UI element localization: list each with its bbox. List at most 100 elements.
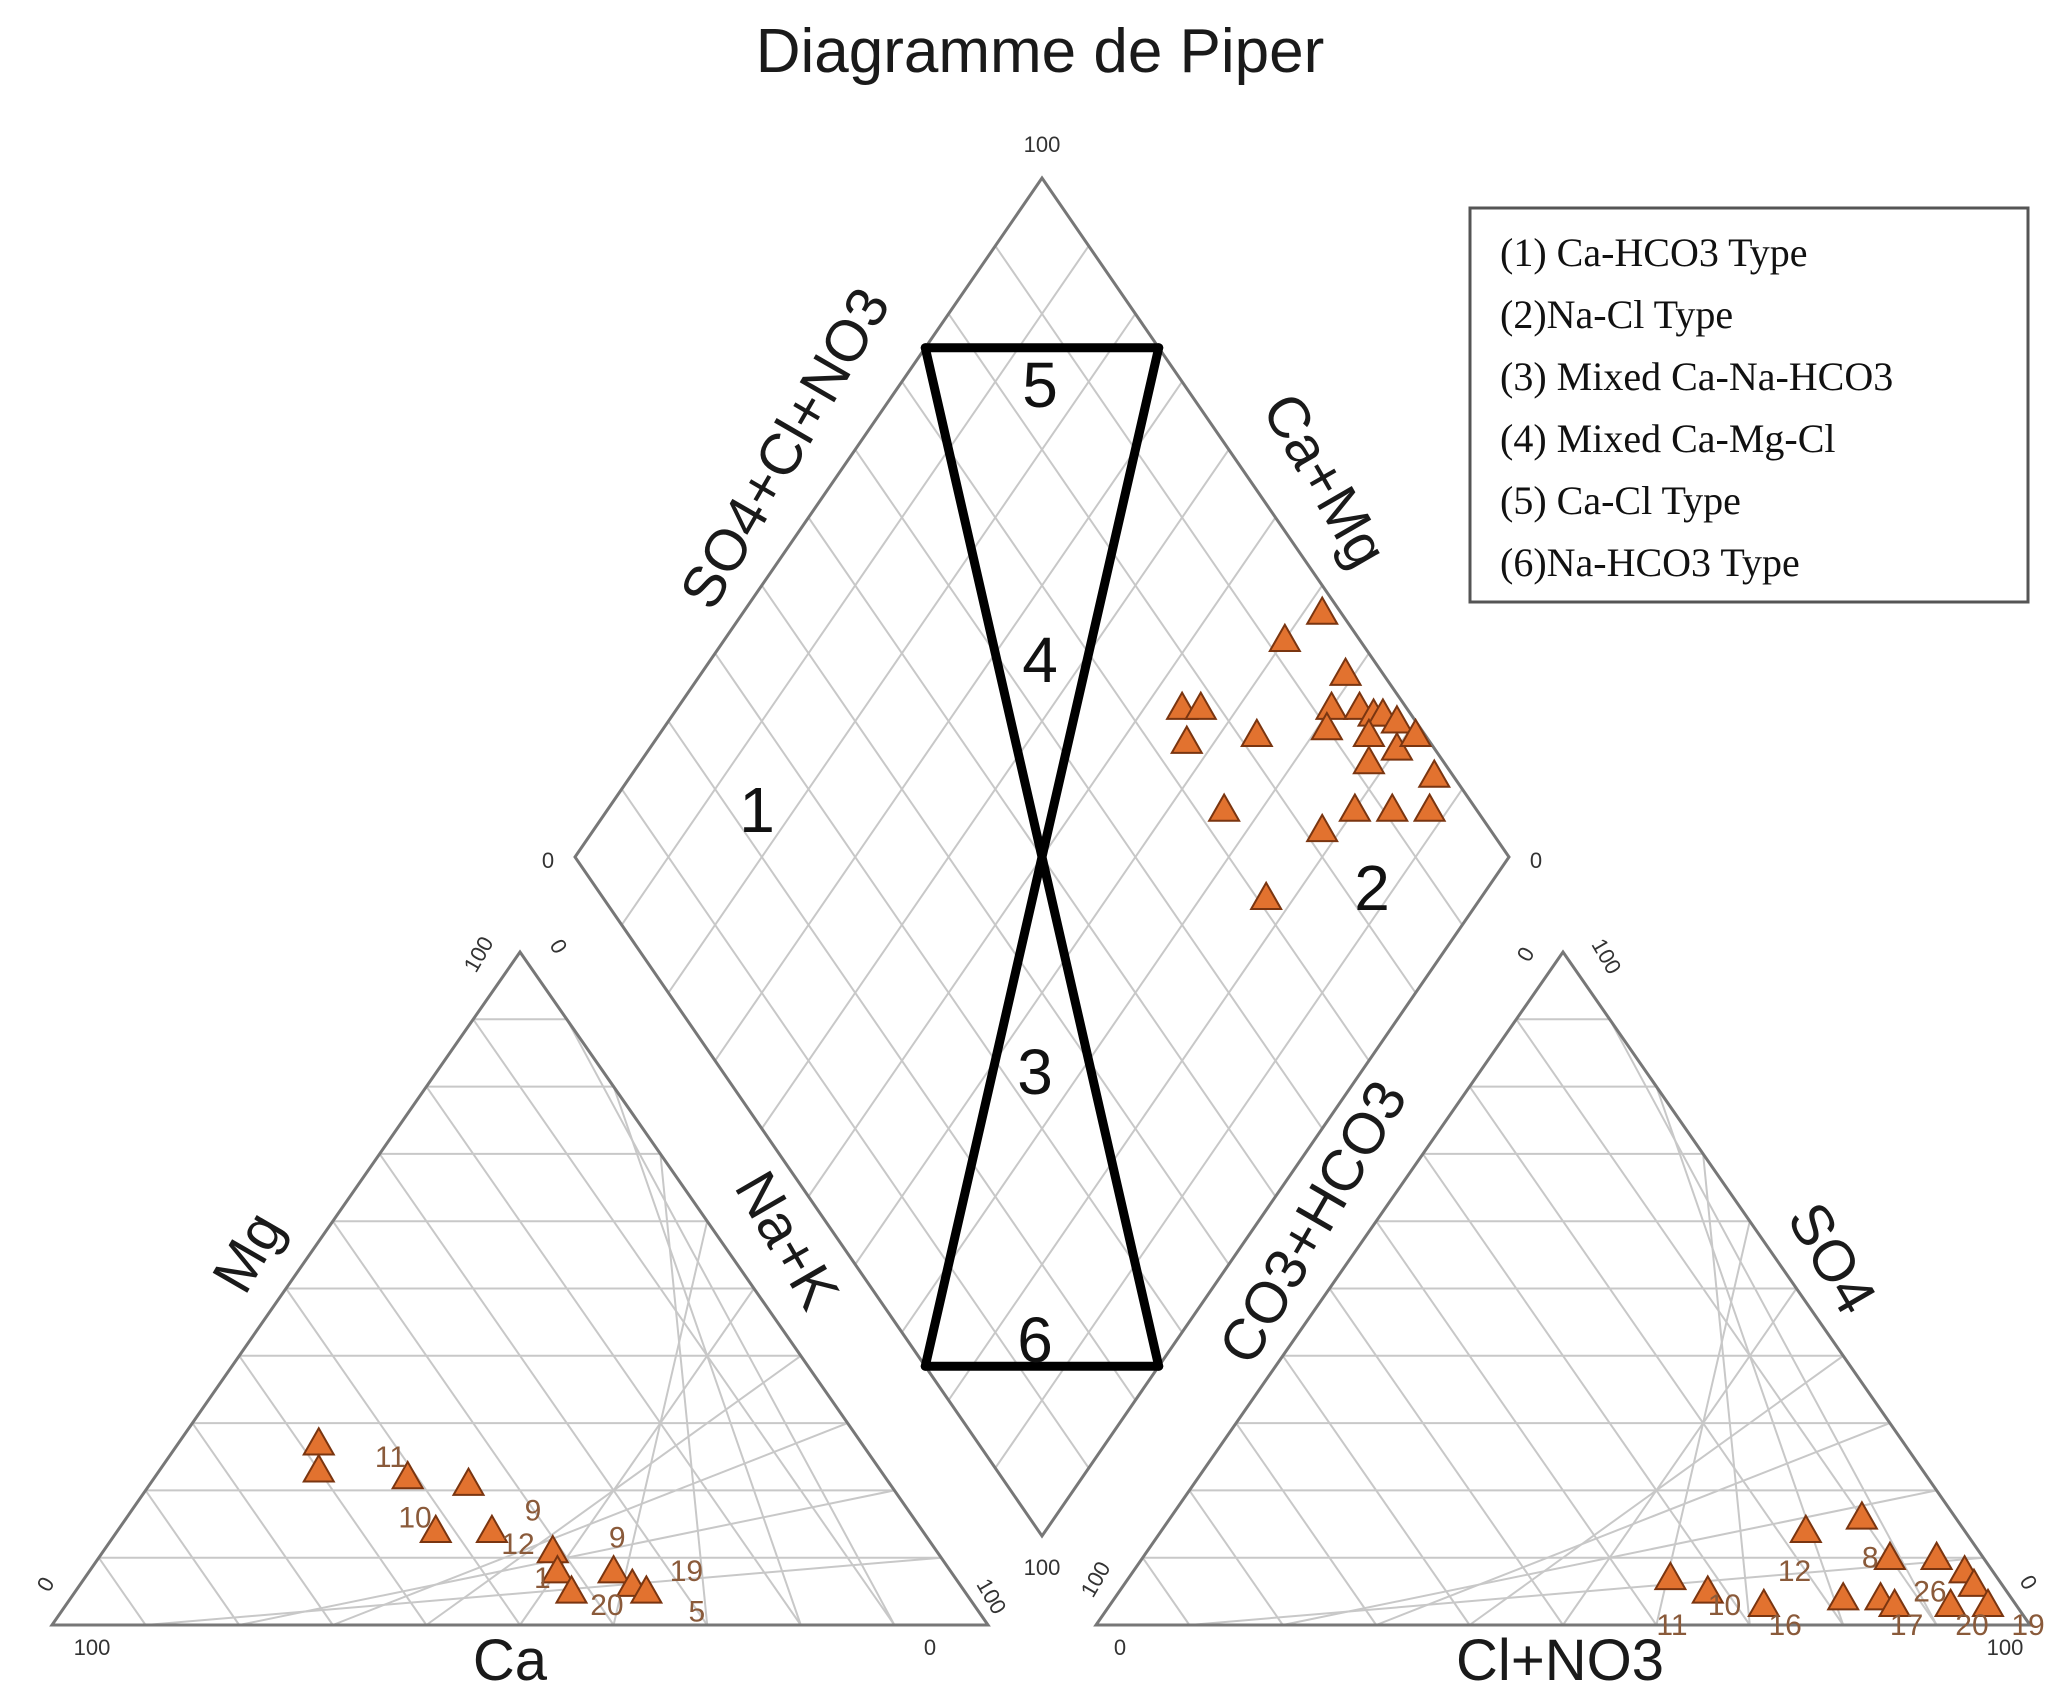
cation-triangle-grid-a: [331, 1220, 615, 1626]
cation-triangle-grid-a: [144, 1489, 241, 1626]
legend-entry-5: (5) Ca-Cl Type: [1500, 478, 1741, 523]
cation-triangle-grid-a: [238, 1355, 428, 1626]
zone-number-1: 1: [739, 774, 775, 846]
diamond-point: [1352, 744, 1386, 775]
anion-sample-label: 19: [2011, 1609, 2044, 1642]
tick-anion-bottom-left: 0: [1114, 1635, 1126, 1660]
data-points: [302, 595, 2005, 1618]
cation-sample-label: 10: [398, 1501, 431, 1534]
cation-triangle-grid-a: [97, 1557, 147, 1626]
cation-point: [536, 1533, 570, 1564]
anion-point: [1691, 1574, 1725, 1604]
cation-point: [419, 1513, 453, 1544]
anion-triangle-grid-a: [1328, 1287, 1564, 1626]
tick-anion-left-base: 100: [1075, 1557, 1115, 1601]
diamond-point: [1170, 724, 1204, 754]
legend: (1) Ca-HCO3 Type (2)Na-Cl Type (3) Mixed…: [1468, 206, 2030, 604]
frame-layer: [49, 175, 2033, 1627]
cation-sample-label: 1: [534, 1562, 551, 1595]
tick-cation-right-top: 0: [545, 935, 573, 958]
anion-point: [1971, 1587, 2005, 1618]
cation-point: [390, 1459, 425, 1490]
anion-point: [1789, 1513, 1823, 1544]
cation-point: [451, 1466, 486, 1496]
tick-diamond-bottom: 100: [1024, 1555, 1061, 1580]
diamond-grid-b: [947, 720, 1417, 1401]
diamond-point: [1184, 690, 1218, 720]
anion-sample-label: 8: [1862, 1542, 1879, 1575]
cation-point: [475, 1513, 509, 1544]
anion-point: [1826, 1581, 1860, 1611]
zone-number-5: 5: [1022, 349, 1058, 421]
diamond-point: [1240, 717, 1274, 748]
tick-cation-left-top: 100: [458, 932, 498, 976]
anion-triangle-grid-b: [1608, 1018, 1938, 1626]
cation-point: [629, 1574, 664, 1604]
anion-sample-label: 12: [1778, 1555, 1811, 1588]
chart-title: Diagramme de Piper: [756, 17, 1325, 86]
diamond-grid-b: [994, 788, 1464, 1469]
diamond-point: [1305, 812, 1339, 843]
cation-point: [302, 1426, 336, 1456]
axis-label-ca-mg: Ca+Mg: [1250, 382, 1401, 578]
zone-number-3: 3: [1017, 1036, 1053, 1108]
diamond-grid-a: [854, 449, 1324, 1130]
cation-point: [554, 1574, 589, 1604]
diamond-point: [1375, 792, 1409, 822]
diamond-point: [1328, 656, 1363, 686]
cation-point: [302, 1453, 336, 1483]
diamond-frame: [573, 175, 1511, 1539]
diamond-point: [1305, 595, 1339, 625]
anion-triangle-grid-a: [1281, 1355, 1471, 1626]
cation-sample-label: 9: [525, 1495, 542, 1528]
anion-sample-label: 20: [1955, 1609, 1988, 1642]
anion-point: [1933, 1587, 1968, 1618]
diamond-point: [1314, 690, 1349, 720]
cation-sample-label: 19: [670, 1555, 703, 1588]
legend-box: [1468, 206, 2030, 604]
tick-diamond-top: 100: [1024, 132, 1061, 157]
diamond-grid-b: [901, 652, 1370, 1333]
legend-entry-6: (6)Na-HCO3 Type: [1500, 540, 1800, 585]
tick-anion-right-base: 0: [2015, 1571, 2043, 1594]
anion-point: [1873, 1540, 1907, 1570]
diamond-point: [1249, 880, 1283, 910]
anion-triangle-grid-a: [1422, 1153, 1751, 1626]
zone-number-2: 2: [1354, 852, 1390, 924]
axis-label-na-k: Na+K: [722, 1160, 852, 1320]
cation-triangle-grid-a: [191, 1422, 334, 1626]
legend-entry-2: (2)Na-Cl Type: [1500, 292, 1733, 337]
anion-point: [1877, 1587, 1912, 1618]
diamond-point: [1398, 717, 1433, 748]
diamond-point: [1310, 710, 1344, 741]
diamond-point: [1417, 758, 1452, 788]
axis-label-mg: Mg: [200, 1201, 297, 1303]
anion-sample-label: 17: [1890, 1609, 1923, 1642]
legend-entry-1: (1) Ca-HCO3 Type: [1500, 230, 1808, 275]
anion-point: [1653, 1560, 1688, 1591]
cation-triangle-grid-a: [285, 1287, 521, 1626]
zone-number-4: 4: [1022, 624, 1058, 696]
cation-triangle-grid-b: [659, 1153, 709, 1626]
diamond-point: [1412, 792, 1447, 822]
grid-layer: [97, 245, 1984, 1626]
anion-triangle-frame: [1093, 949, 2033, 1627]
anion-triangle-grid-b: [1702, 1153, 1751, 1626]
diamond-grid-a: [947, 313, 1417, 994]
anion-point: [1845, 1500, 1879, 1530]
anion-sample-label: 16: [1768, 1609, 1801, 1642]
legend-entry-3: (3) Mixed Ca-Na-HCO3: [1500, 354, 1893, 399]
anion-triangle-grid-a: [1235, 1422, 1378, 1626]
axis-label-so4: SO4: [1775, 1192, 1889, 1325]
legend-entry-4: (4) Mixed Ca-Mg-Cl: [1500, 416, 1836, 461]
tick-anion-right-top: 100: [1586, 934, 1626, 978]
tick-diamond-right: 0: [1530, 848, 1542, 873]
diamond-grid-b: [854, 584, 1324, 1265]
cation-triangle-grid-a: [378, 1153, 709, 1626]
cation-point: [540, 1554, 575, 1584]
cation-sample-label: 11: [375, 1441, 406, 1474]
cation-sample-label: 20: [590, 1589, 623, 1622]
tick-anion-left-top: 0: [1512, 943, 1540, 966]
